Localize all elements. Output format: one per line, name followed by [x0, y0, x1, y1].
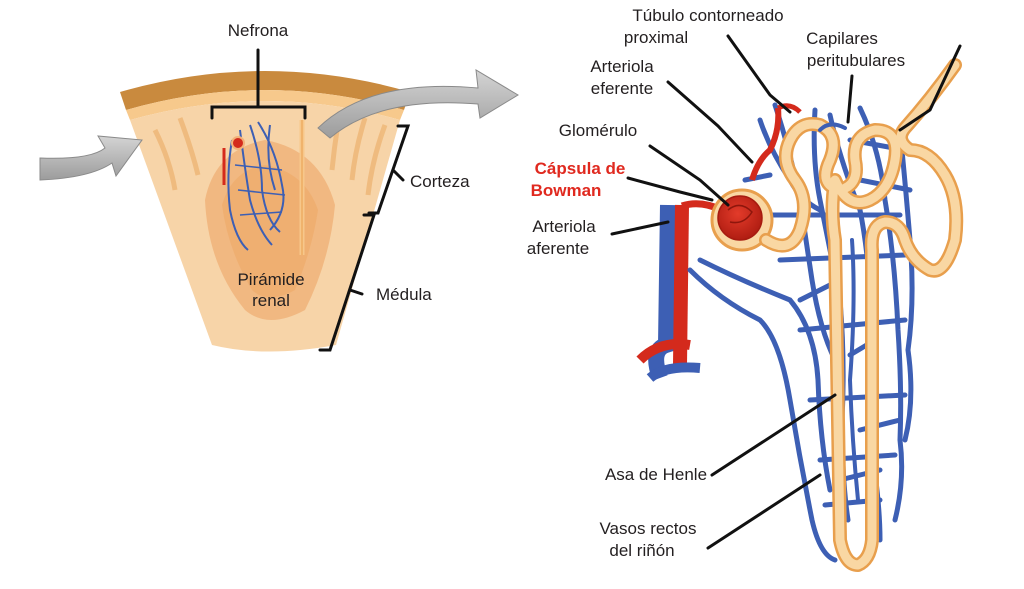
label-piramide-line2: renal: [252, 291, 290, 310]
leader-vasos: [706, 473, 822, 550]
label-medula: Médula: [376, 285, 432, 304]
label-arteriola-eferente-line1: Arteriola: [590, 57, 654, 76]
label-capsula-line2: Bowman: [531, 181, 602, 200]
label-vasos-line1: Vasos rectos: [599, 519, 696, 538]
label-arteriola-aferente-line1: Arteriola: [532, 217, 596, 236]
renal-pyramid-core: [222, 165, 318, 298]
capsule-inner-band: [126, 90, 404, 120]
label-capsula-line1: Cápsula de: [535, 159, 626, 178]
label-tubulo-line2: proximal: [624, 28, 688, 47]
leader-asa-henle: [710, 393, 837, 477]
label-nefrona: Nefrona: [228, 21, 289, 40]
zoom-arrow-icon: [317, 69, 519, 139]
tubule: [759, 58, 964, 572]
nephron-detail: [636, 58, 964, 572]
leader-arteriola-aferente: [610, 220, 670, 236]
efferent-arteriole: [749, 107, 782, 181]
leader-tubulo: [726, 34, 792, 114]
kidney-wedge: [120, 71, 410, 352]
incoming-arrow-icon: [39, 135, 143, 181]
medula-bracket: [318, 213, 377, 352]
label-arteriola-aferente-line2: aferente: [527, 239, 589, 258]
nefrona-bracket: [210, 48, 307, 120]
leader-capilares-1: [846, 74, 854, 124]
corteza-bracket: [367, 124, 411, 215]
label-arteriola-eferente-line2: eferente: [591, 79, 653, 98]
label-tubulo-line1: Túbulo contorneado: [632, 6, 783, 25]
leader-glomerulo: [648, 144, 730, 207]
label-piramide-line1: Pirámide: [237, 270, 304, 289]
label-capilares-line2: peritubulares: [807, 51, 905, 70]
label-glomerulo: Glomérulo: [559, 121, 637, 140]
label-corteza: Corteza: [410, 172, 470, 191]
label-capilares-line1: Capilares: [806, 29, 878, 48]
leader-capilares-2: [898, 44, 962, 132]
renal-artery: [673, 204, 689, 366]
mini-nephron: [222, 120, 305, 255]
label-vasos-line2: del riñón: [609, 541, 674, 560]
capsule-band: [120, 71, 410, 110]
glomerulus: [717, 195, 763, 241]
leader-capsula: [626, 176, 714, 202]
label-asa-henle: Asa de Henle: [605, 465, 707, 484]
leader-arteriola-eferente: [666, 80, 754, 164]
